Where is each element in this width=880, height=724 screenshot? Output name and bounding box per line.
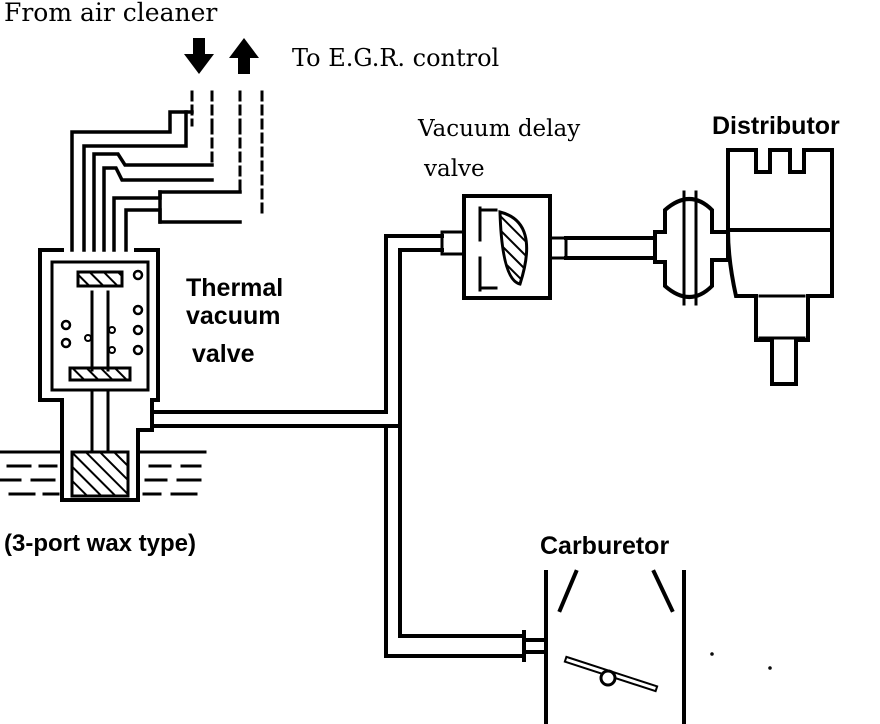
label-distributor: Distributor: [712, 112, 840, 140]
vacuum-hoses: [150, 234, 548, 662]
arrow-up-icon: [229, 38, 259, 74]
coolant-marks: [0, 450, 207, 496]
label-vacuum-delay-valve-1: Vacuum delay: [418, 116, 581, 142]
arrow-down-icon: [184, 38, 214, 74]
upper-hoses: [70, 110, 242, 252]
carburetor: [544, 569, 772, 724]
label-carburetor: Carburetor: [540, 532, 670, 560]
label-wax-type: (3-port wax type): [4, 530, 197, 557]
label-thermal-3: valve: [192, 340, 255, 368]
label-thermal-1: Thermal: [186, 274, 284, 302]
vacuum-delay-valve: [440, 194, 657, 300]
label-from-air-cleaner: From air cleaner: [4, 0, 218, 27]
label-to-egr-control: To E.G.R. control: [292, 44, 500, 72]
inlet-hoses: [190, 90, 264, 217]
label-vacuum-delay-valve-2: valve: [424, 156, 485, 182]
thermal-vacuum-valve: [38, 248, 160, 502]
label-thermal-2: vacuum: [186, 302, 281, 330]
distributor: [653, 148, 834, 386]
